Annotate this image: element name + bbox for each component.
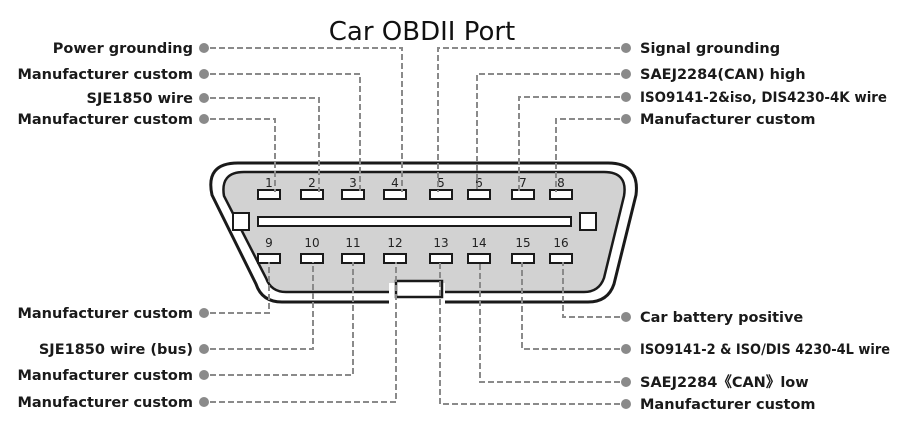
wire-pin-12 [199, 262, 397, 407]
label-pin-7: ISO9141-2&iso, DIS4230-4K wire [640, 90, 887, 106]
label-pin-16: Car battery positive [640, 310, 803, 326]
label-pin-15: ISO9141-2 & ISO/DIS 4230-4L wire [640, 342, 890, 358]
wire-pin-2 [199, 93, 320, 192]
wire-pin-16 [562, 262, 631, 322]
label-pin-12: Manufacturer custom [17, 395, 193, 411]
wire-pin-15 [521, 262, 631, 354]
pin-number: 6 [475, 176, 483, 190]
pin-number: 5 [437, 176, 445, 190]
label-pin-3: Manufacturer custom [17, 67, 193, 83]
pin-number: 11 [345, 236, 360, 250]
pin-4: 4 [383, 176, 407, 200]
wire-pin-6 [476, 69, 631, 192]
pin-number: 10 [304, 236, 319, 250]
pin-number: 2 [308, 176, 316, 190]
pin-1: 1 [257, 176, 281, 200]
pin-8: 8 [549, 176, 573, 200]
pin-number: 15 [515, 236, 530, 250]
pin-number: 13 [433, 236, 448, 250]
label-pin-1: Manufacturer custom [17, 112, 193, 128]
pin-number: 1 [265, 176, 273, 190]
wire-pin-9 [199, 262, 270, 318]
wire-pin-5 [437, 43, 631, 192]
label-pin-9: Manufacturer custom [17, 306, 193, 322]
label-pin-10: SJE1850 wire (bus) [39, 342, 193, 358]
wire-pin-8 [555, 114, 631, 192]
connector-left-key [232, 212, 250, 231]
label-pin-11: Manufacturer custom [17, 368, 193, 384]
wire-pin-11 [199, 262, 354, 380]
pin-11: 11 [341, 236, 365, 264]
pin-6: 6 [467, 176, 491, 200]
label-pin-14: SAEJ2284《CAN》low [640, 374, 809, 391]
pin-number: 9 [265, 236, 273, 250]
pin-number: 4 [391, 176, 399, 190]
pin-5: 5 [429, 176, 453, 200]
pin-7: 7 [511, 176, 535, 200]
pin-3: 3 [341, 176, 365, 200]
label-pin-5: Signal grounding [640, 41, 780, 57]
wire-pin-14 [479, 262, 631, 387]
label-pin-8: Manufacturer custom [640, 112, 816, 128]
label-pin-4: Power grounding [53, 41, 193, 57]
pin-14: 14 [467, 236, 491, 264]
pin-number: 14 [471, 236, 486, 250]
pin-number: 7 [519, 176, 527, 190]
pin-number: 8 [557, 176, 565, 190]
label-pin-6: SAEJ2284(CAN) high [640, 67, 806, 83]
pin-2: 2 [300, 176, 324, 200]
pin-number: 16 [553, 236, 568, 250]
connector-right-key [579, 212, 597, 231]
label-pin-2: SJE1850 wire [87, 91, 194, 107]
pin-16: 16 [549, 236, 573, 264]
connector-center-slot [257, 216, 572, 227]
connector-bottom-tab [394, 279, 444, 299]
pin-number: 12 [387, 236, 402, 250]
wire-pin-7 [518, 92, 631, 192]
wire-pin-4 [199, 43, 403, 192]
wire-pin-1 [199, 114, 276, 192]
wire-pin-10 [199, 262, 314, 354]
diagram-title: Car OBDII Port [329, 17, 516, 47]
wire-pin-13 [439, 262, 631, 409]
label-pin-13: Manufacturer custom [640, 397, 816, 413]
wire-pin-3 [199, 69, 361, 192]
pin-number: 3 [349, 176, 357, 190]
